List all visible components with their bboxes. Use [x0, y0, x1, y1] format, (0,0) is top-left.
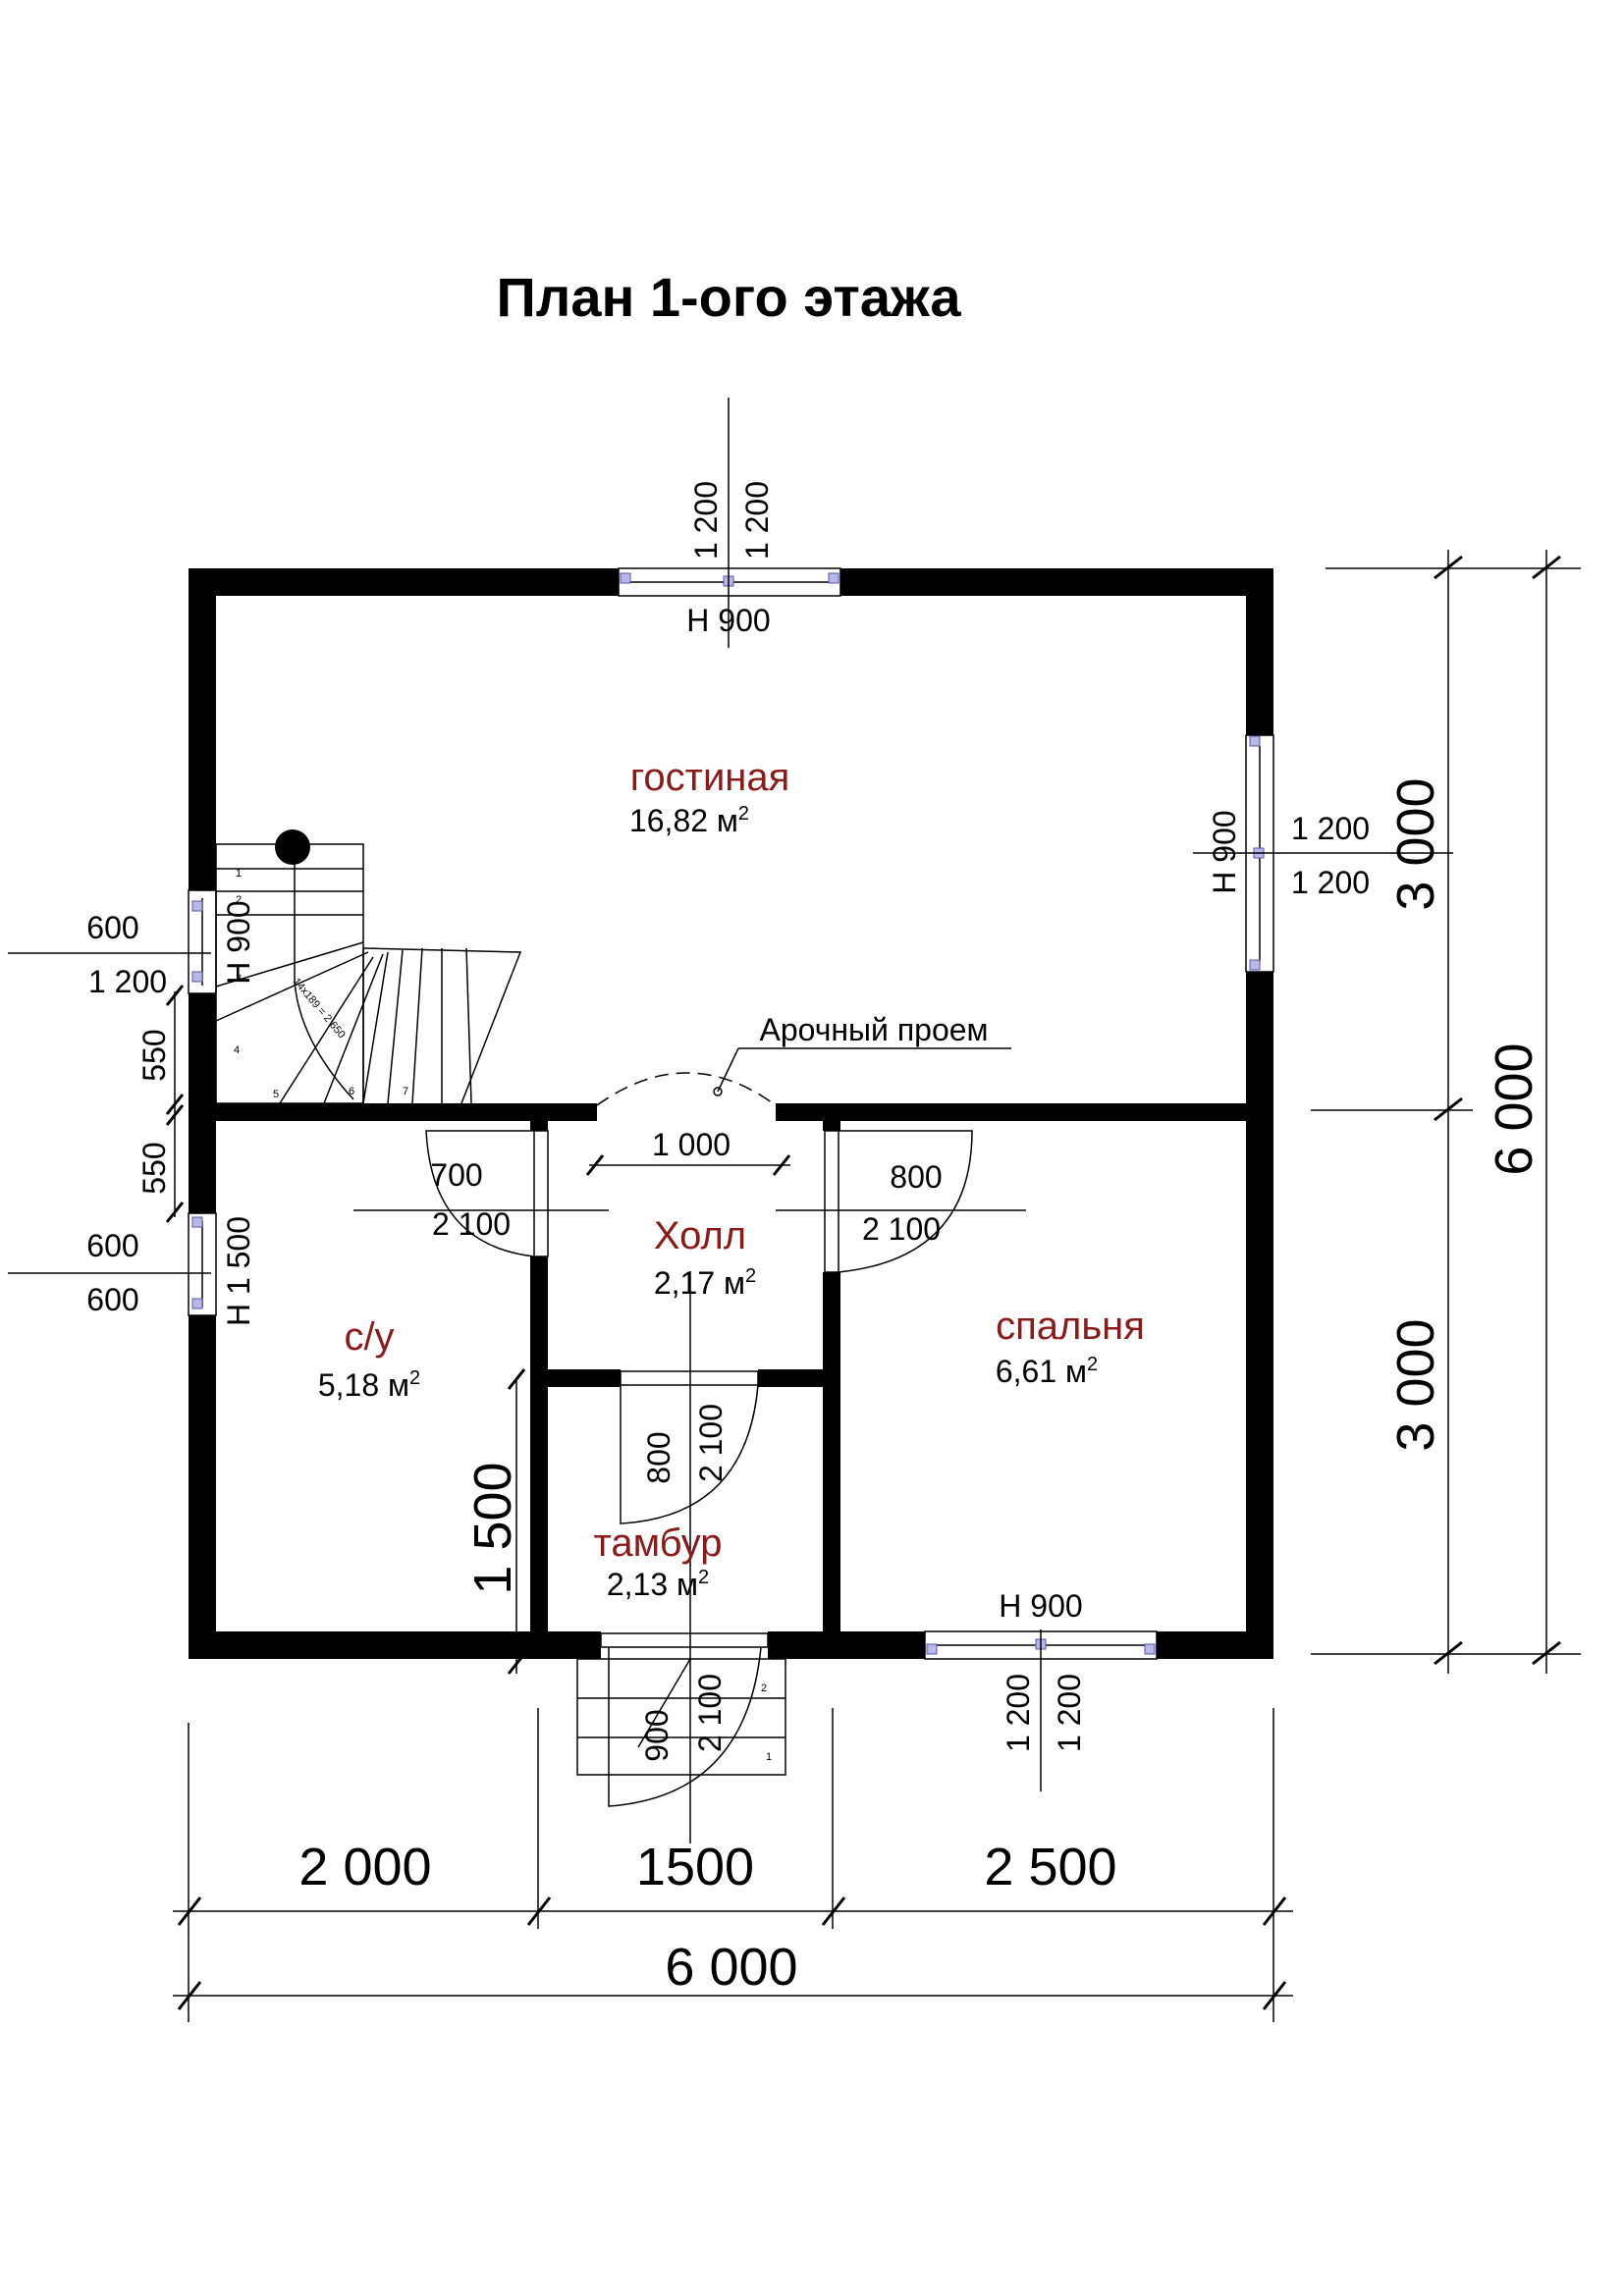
door-bath-width: 700 [430, 1157, 482, 1193]
room-bedroom: спальня 6,61 м2 [996, 1305, 1145, 1389]
room-name: с/у [344, 1315, 394, 1359]
window-left-upper-b: 1 200 [88, 964, 167, 999]
window-left-upper-sill: Н 900 [221, 900, 256, 984]
door-bathroom [353, 1130, 609, 1257]
plan-title: План 1-ого этажа [497, 266, 962, 328]
window-left-lower [8, 1212, 217, 1316]
door-entrance [600, 1271, 769, 1843]
window-left-upper-a: 600 [86, 910, 138, 945]
stair-step-label: 2 [236, 894, 242, 906]
window-right-height: 1 200 [1291, 865, 1370, 900]
door-entrance-height: 2 100 [692, 1674, 728, 1752]
room-name: Холл [654, 1214, 746, 1257]
door-entrance-width: 900 [639, 1709, 675, 1761]
dim-bottom-b: 1500 [636, 1838, 754, 1896]
svg-text:1 500: 1 500 [463, 1462, 522, 1594]
room-name: тамбур [594, 1522, 723, 1565]
stair-post-icon [275, 829, 310, 865]
stair-step-label: 5 [273, 1089, 279, 1100]
dim-bottom-total: 6 000 [665, 1938, 797, 1997]
arch-label: Арочный проем [759, 1012, 988, 1047]
dim-right-total: 6 000 [1485, 1042, 1543, 1175]
room-area: 2,13 м [607, 1567, 698, 1602]
inner-dimension: 1 500 [463, 1368, 526, 1675]
porch-steps: 2 1 [576, 1658, 786, 1776]
window-right [1193, 734, 1453, 973]
door-bedroom-width: 800 [890, 1159, 942, 1195]
dim-bottom-c: 2 500 [984, 1838, 1116, 1896]
door-bath-height: 2 100 [432, 1206, 511, 1242]
stair-step-label: 1 [236, 868, 242, 880]
window-left-lower-b: 600 [86, 1282, 138, 1317]
left-dim-upper: 550 [136, 1029, 172, 1081]
dim-right-upper: 3 000 [1386, 777, 1445, 910]
window-left-lower-sill: Н 1 500 [221, 1216, 256, 1326]
window-right-sill: Н 900 [1207, 810, 1242, 893]
window-bottom-height: 1 200 [1052, 1674, 1087, 1752]
window-top-height: 1 200 [739, 481, 775, 560]
room-living: гостиная 16,82 м2 [629, 756, 789, 838]
room-name: спальня [996, 1305, 1145, 1348]
walls [189, 568, 1273, 1659]
porch-step-label: 1 [766, 1751, 772, 1763]
window-top [618, 398, 841, 648]
window-left-upper [8, 889, 217, 994]
window-left-lower-a: 600 [86, 1228, 138, 1263]
svg-text:16,82 м2: 16,82 м2 [629, 803, 749, 838]
svg-text:5,18 м2: 5,18 м2 [318, 1367, 420, 1403]
stair-step-label: 7 [403, 1086, 408, 1097]
arch-opening: Арочный проем 1 000 [585, 1012, 1011, 1176]
porch-step-label: 2 [761, 1682, 767, 1694]
left-dim-lower: 550 [136, 1142, 172, 1194]
staircase: 1 2 3 4 5 6 7 14х189 = 2 650 [215, 829, 522, 1104]
svg-text:2,17 м2: 2,17 м2 [654, 1265, 756, 1301]
room-name: гостиная [630, 756, 790, 799]
dim-right-lower: 3 000 [1386, 1318, 1445, 1451]
door-bedroom-height: 2 100 [862, 1211, 941, 1247]
window-right-width: 1 200 [1291, 811, 1370, 846]
room-area: 2,17 м [654, 1265, 745, 1301]
stair-step-label: 3 [236, 973, 242, 985]
stair-step-label: 6 [349, 1086, 354, 1097]
room-vestibule: тамбур 2,13 м2 [594, 1522, 723, 1602]
dim-bottom-a: 2 000 [298, 1838, 431, 1896]
door-vestibule-height: 2 100 [693, 1404, 729, 1482]
window-bottom [924, 1629, 1158, 1791]
room-bathroom: с/у 5,18 м2 [318, 1315, 420, 1403]
left-dimensions: 550 550 [136, 985, 185, 1223]
room-hall: Холл 2,17 м2 [654, 1214, 756, 1301]
room-area: 5,18 м [318, 1367, 409, 1403]
arch-width: 1 000 [652, 1127, 731, 1162]
room-area: 6,61 м [996, 1354, 1087, 1389]
svg-text:6,61 м2: 6,61 м2 [996, 1354, 1098, 1389]
room-area: 16,82 м [629, 803, 738, 838]
right-dimensions: 3 000 3 000 6 000 [1311, 550, 1581, 1674]
window-bottom-sill: Н 900 [999, 1588, 1082, 1624]
window-top-width: 1 200 [688, 481, 724, 560]
window-top-sill: Н 900 [686, 603, 770, 638]
door-bedroom [776, 1130, 1026, 1273]
window-bottom-width: 1 200 [1001, 1674, 1036, 1752]
door-vestibule [620, 1370, 759, 1524]
bottom-dimensions: 2 000 1500 2 500 6 000 [173, 1708, 1293, 2022]
svg-text:2,13 м2: 2,13 м2 [607, 1567, 709, 1602]
door-vestibule-width: 800 [641, 1431, 677, 1483]
stair-step-label: 4 [234, 1044, 240, 1056]
